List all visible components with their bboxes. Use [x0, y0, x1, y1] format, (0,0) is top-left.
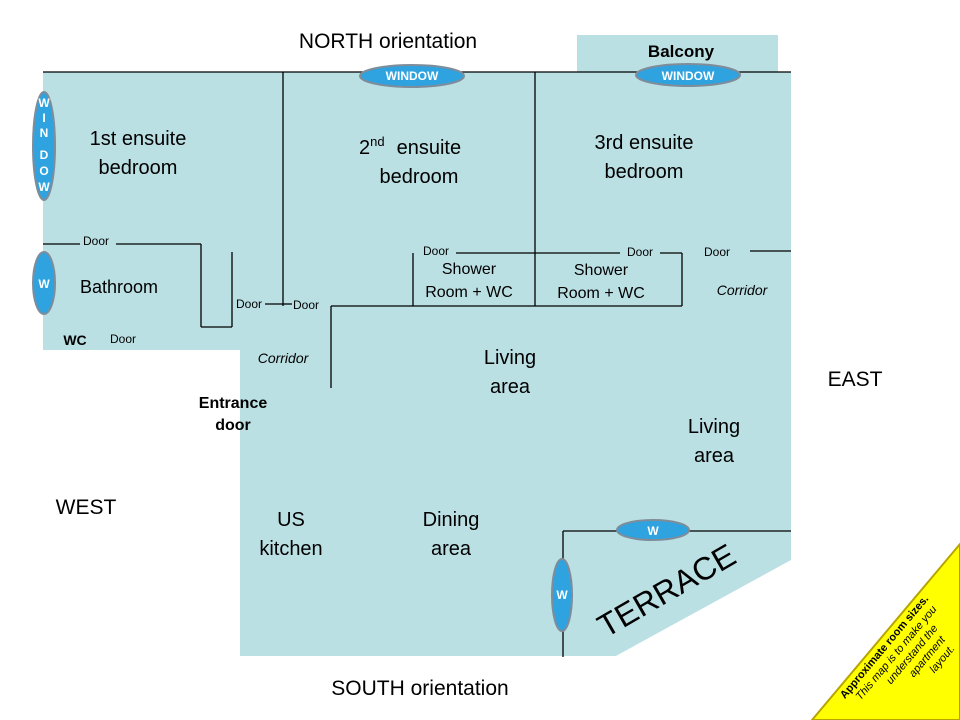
door-labels: Door Door Door Door Door Door Door: [83, 234, 730, 346]
window-west-letter: O: [39, 164, 48, 178]
living2-label-line2: area: [694, 445, 735, 467]
window-west-letter: W: [38, 180, 50, 194]
window-west-letter: N: [40, 126, 49, 140]
kitchen-label-line1: US: [277, 509, 305, 531]
window-terrace-left-label: W: [556, 588, 568, 602]
window-west-icon: W I N D O W: [32, 91, 56, 201]
dining-label-line2: area: [431, 538, 472, 560]
windows: WINDOW WINDOW W I N D O W W W W: [32, 63, 741, 632]
bedroom3-label-line2: bedroom: [605, 161, 684, 183]
window-north-right-icon: WINDOW: [635, 63, 741, 87]
living1-label-line2: area: [490, 376, 531, 398]
window-west-letter: W: [38, 96, 50, 110]
bedroom1-label-line2: bedroom: [99, 157, 178, 179]
west-orientation-label: WEST: [56, 496, 117, 519]
window-bathroom-icon: W: [32, 251, 56, 315]
door-label-bedroom1: Door: [236, 297, 262, 311]
wc-label: WC: [63, 332, 86, 348]
window-terrace-left-icon: W: [551, 558, 573, 632]
south-orientation-label: SOUTH orientation: [331, 677, 508, 700]
bedroom3-label-line1: 3rd ensuite: [595, 132, 694, 154]
dining-label-line1: Dining: [423, 509, 480, 531]
north-orientation-label: NORTH orientation: [299, 30, 477, 53]
shower2-label-line1: Shower: [574, 262, 629, 279]
east-orientation-label: EAST: [828, 368, 883, 391]
entrance-label-line1: Entrance: [199, 395, 268, 412]
terrace-corner-cut: [614, 560, 791, 657]
bedroom2-label-line2: bedroom: [380, 166, 459, 188]
door-label-shower1: Door: [423, 244, 449, 258]
kitchen-label-line2: kitchen: [259, 538, 322, 560]
door-label-bedroom3: Door: [704, 245, 730, 259]
floor-north-block: [43, 72, 791, 350]
floor-south-block: [240, 330, 791, 656]
corridor-west-label: Corridor: [258, 350, 310, 366]
living2-label-line1: Living: [688, 416, 740, 438]
living1-label-line1: Living: [484, 347, 536, 369]
shower1-label-line2: Room + WC: [425, 284, 513, 301]
window-north-left-label: WINDOW: [386, 69, 439, 83]
bathroom-label: Bathroom: [80, 277, 158, 297]
door-label-corridor: Door: [293, 298, 319, 312]
window-west-letter: I: [42, 111, 45, 125]
shower2-label-line2: Room + WC: [557, 285, 645, 302]
corridor-east-label: Corridor: [717, 282, 769, 298]
note-sticky: Approximate room sizes. This map is to m…: [810, 542, 960, 720]
window-terrace-top-label: W: [647, 524, 659, 538]
entrance-label-line2: door: [215, 417, 251, 434]
window-terrace-top-icon: W: [616, 519, 690, 541]
window-north-left-icon: WINDOW: [359, 64, 465, 88]
window-west-letter: D: [40, 148, 49, 162]
bedroom1-label-line1: 1st ensuite: [90, 128, 187, 150]
balcony-label: Balcony: [648, 42, 715, 61]
door-label-shower2: Door: [627, 245, 653, 259]
floor-area: [43, 35, 791, 656]
window-north-right-label: WINDOW: [662, 69, 715, 83]
door-label-bathroom: Door: [83, 234, 109, 248]
shower1-label-line1: Shower: [442, 261, 497, 278]
door-label-wc: Door: [110, 332, 136, 346]
window-bathroom-label: W: [38, 277, 50, 291]
